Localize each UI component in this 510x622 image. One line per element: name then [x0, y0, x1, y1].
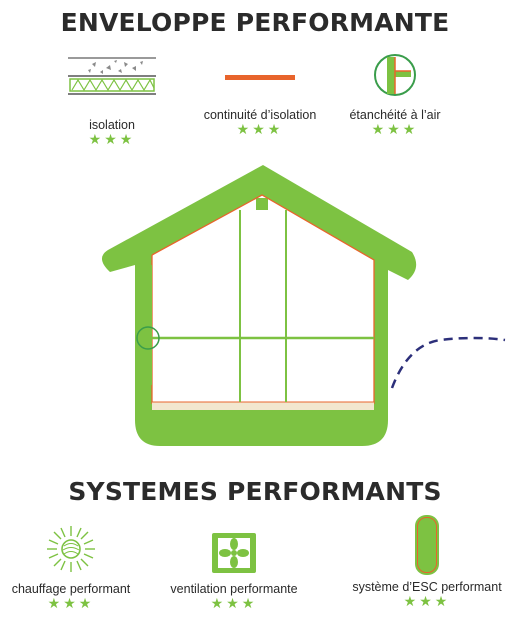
airtightness-label: étanchéité à l’air: [349, 108, 441, 122]
house-illustration: [0, 160, 510, 450]
feature-heating: chauffage performant ★★★: [0, 522, 156, 610]
house-cross-section: [101, 165, 506, 446]
insulation-icon: [68, 57, 156, 95]
isolation-stars: ★★★: [88, 131, 136, 147]
feature-ventilation: ventilation performante ★★★: [149, 530, 319, 610]
airtightness-icon: [374, 54, 416, 96]
isolation-label: isolation: [89, 118, 135, 132]
heating-stars: ★★★: [47, 595, 95, 611]
heating-icon: [47, 526, 95, 572]
water-heater-stars: ★★★: [403, 593, 451, 609]
feature-airtightness: étanchéité à l’air ★★★: [310, 52, 480, 136]
continuity-stars: ★★★: [236, 121, 284, 137]
water-heater-label: système d’ESC performant: [352, 580, 502, 594]
continuity-label: continuité d’isolation: [203, 108, 317, 122]
insulation-continuity-icon: [225, 75, 295, 80]
heating-label: chauffage performant: [11, 582, 131, 596]
water-heater-icon: [415, 515, 439, 575]
ventilation-label: ventilation performante: [170, 582, 298, 596]
feature-water-heater: système d’ESC performant ★★★: [342, 512, 510, 608]
systems-title: SYSTEMES PERFORMANTS: [68, 477, 442, 506]
feature-insulation-continuity: continuité d’isolation ★★★: [175, 52, 345, 136]
ventilation-icon: [212, 533, 256, 573]
envelope-title: ENVELOPPE PERFORMANTE: [60, 8, 450, 37]
airtightness-stars: ★★★: [371, 121, 419, 137]
ventilation-stars: ★★★: [210, 595, 258, 611]
feature-isolation: isolation ★★★: [27, 52, 197, 146]
